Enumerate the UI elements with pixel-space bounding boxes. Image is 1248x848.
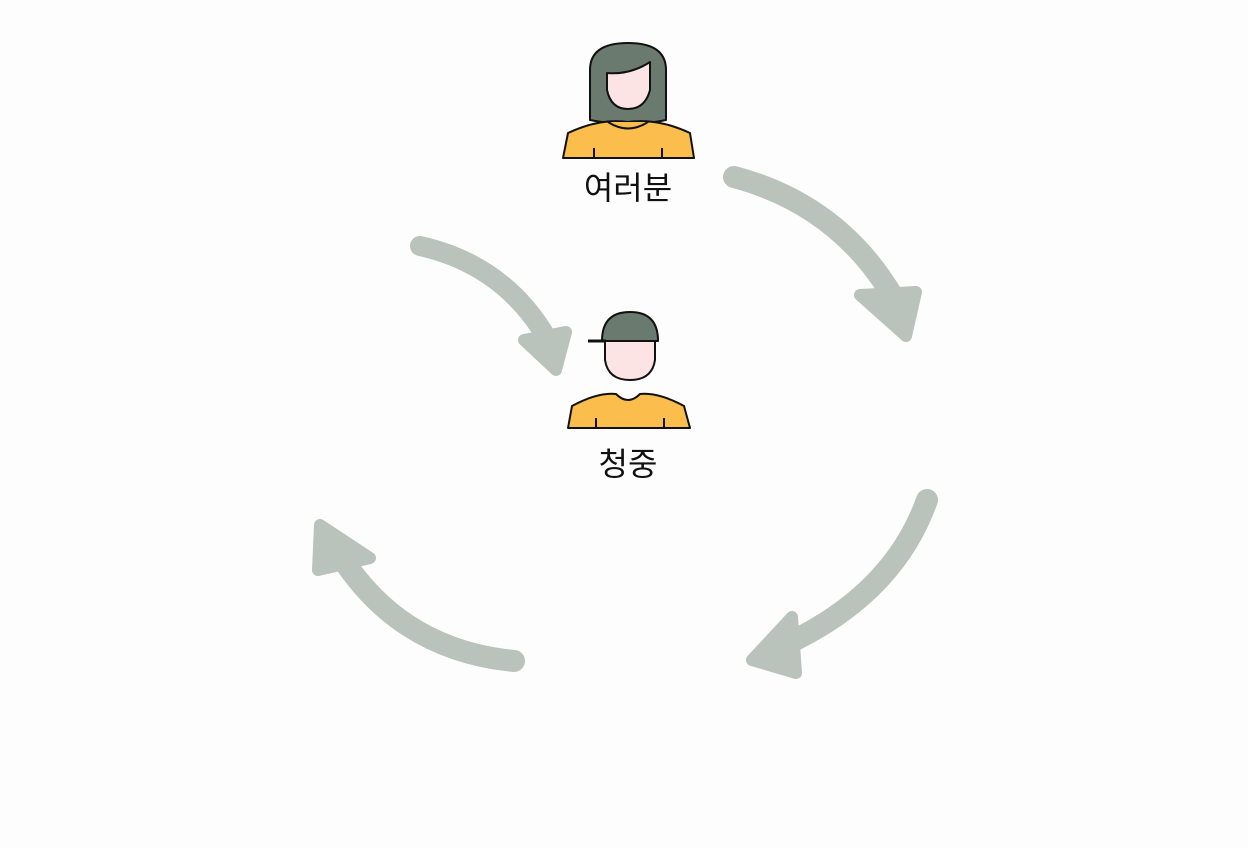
arrow-lower-left <box>329 544 525 672</box>
woman-person-icon <box>562 42 695 159</box>
woman-collar <box>607 121 649 130</box>
audience-shirt <box>567 392 691 429</box>
cycle-arrows <box>312 166 938 679</box>
arrow-lower-left-head <box>312 519 376 576</box>
arrow-inner-head <box>518 326 572 376</box>
label-audience: 청중 <box>598 445 658 483</box>
arrow-inner <box>410 236 558 350</box>
woman-face <box>606 61 651 110</box>
person-with-cap-icon <box>567 311 691 429</box>
arrow-lower-right-head <box>746 611 802 679</box>
arrow-top-right-head <box>854 286 922 342</box>
audience-face <box>604 339 656 381</box>
label-you: 여러분 <box>583 169 673 207</box>
audience-cap <box>601 311 659 342</box>
arrow-lower-right <box>784 489 938 651</box>
arrow-top-right <box>723 166 906 311</box>
